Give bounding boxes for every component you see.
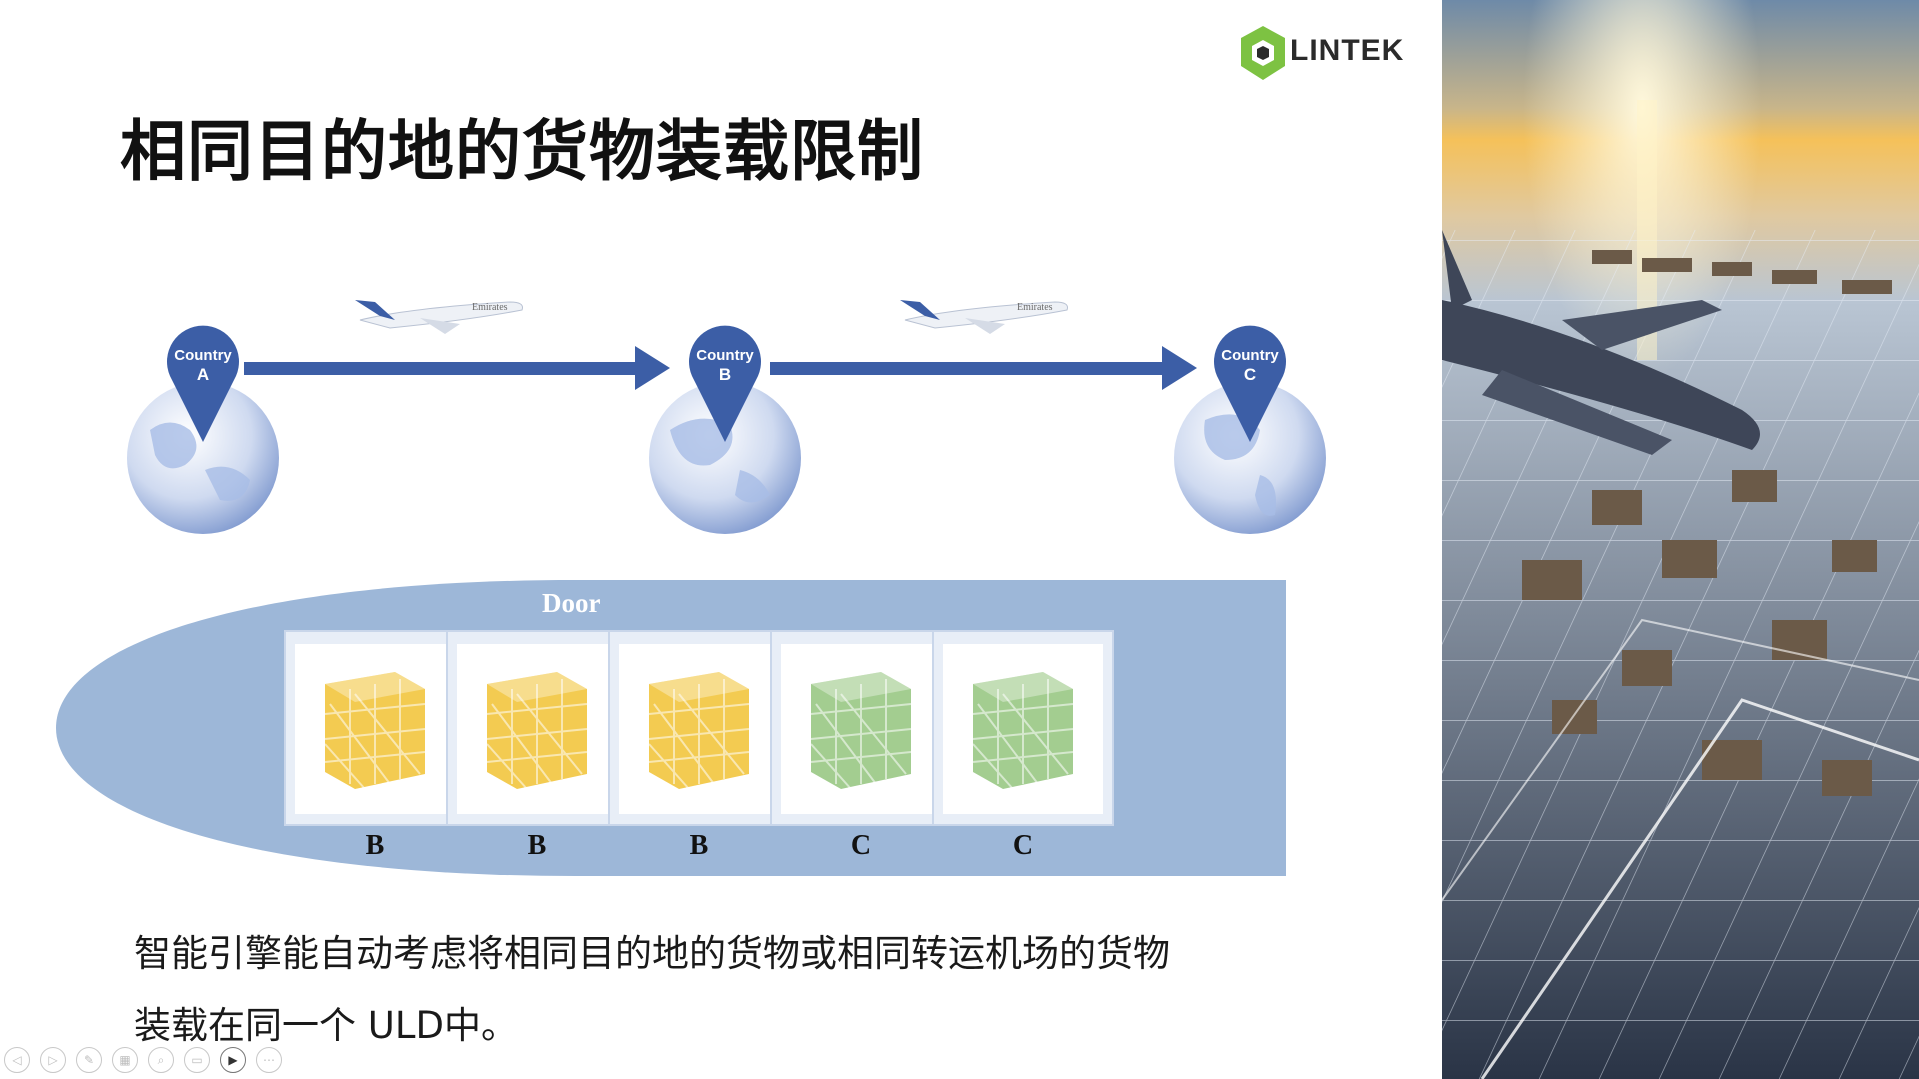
airline-text-2: Emirates	[1017, 302, 1053, 313]
door-label: Door	[542, 588, 601, 618]
route-diagram: Country A Country B Country C Emirates E…	[110, 280, 1360, 540]
uld-slot	[608, 630, 790, 826]
pin-country-a	[167, 325, 239, 442]
cargo-cube-icon	[810, 672, 912, 790]
pin-country-c	[1214, 325, 1286, 442]
globe-b	[649, 382, 801, 534]
globe-c	[1174, 382, 1326, 534]
cargo-box-frame	[619, 644, 779, 814]
route-arrow-b-c	[770, 346, 1197, 390]
logo-text: LINTEK	[1290, 34, 1405, 67]
uld-slot	[932, 630, 1114, 826]
next-icon[interactable]: ▷	[40, 1047, 66, 1073]
airport-photo	[1442, 0, 1919, 1079]
cargo-box-frame	[781, 644, 941, 814]
pin-a-line1: Country	[174, 347, 232, 364]
cargo-cube-icon	[972, 672, 1074, 790]
cargo-box-frame	[457, 644, 617, 814]
more-icon[interactable]: ⋯	[256, 1047, 282, 1073]
uld-container: Door B B B C C	[56, 578, 1288, 878]
route-arrow-a-b	[244, 346, 670, 390]
globe-a	[127, 382, 279, 534]
description: 智能引擎能自动考虑将相同目的地的货物或相同转运机场的货物 装载在同一个 ULD中…	[134, 918, 1284, 1062]
lintek-logo: LINTEK	[1238, 24, 1404, 86]
slot-destination-label: C	[1012, 830, 1034, 861]
cargo-boxes	[1522, 250, 1892, 796]
airplane-icon: Emirates	[355, 300, 523, 334]
zoom-icon[interactable]: ⌕	[148, 1047, 174, 1073]
pin-country-b	[689, 325, 761, 442]
cargo-box-frame	[943, 644, 1103, 814]
camera-icon[interactable]: ▶	[220, 1047, 246, 1073]
uld-slot	[284, 630, 466, 826]
airplane-icon: Emirates	[900, 300, 1068, 334]
slot-destination-label: B	[365, 830, 385, 861]
lintek-hexagon-icon	[1241, 26, 1285, 80]
description-line-1: 智能引擎能自动考虑将相同目的地的货物或相同转运机场的货物	[134, 932, 1170, 975]
slot-destination-label: C	[850, 830, 872, 861]
presentation-toolbar: ◁ ▷ ✎ ▦ ⌕ ▭ ▶ ⋯	[4, 1047, 282, 1075]
cargo-box-frame	[295, 644, 455, 814]
slot-destination-label: B	[527, 830, 547, 861]
airplane-photo-icon	[1442, 230, 1760, 455]
description-line-2: 装载在同一个 ULD中。	[134, 1004, 518, 1047]
pin-c-line2: C	[1244, 365, 1256, 384]
cargo-cube-icon	[324, 672, 426, 790]
cargo-cube-icon	[486, 672, 588, 790]
airline-text-1: Emirates	[472, 302, 508, 313]
uld-slot	[446, 630, 628, 826]
pin-c-line1: Country	[1221, 347, 1279, 364]
previous-icon[interactable]: ◁	[4, 1047, 30, 1073]
slides-icon[interactable]: ▦	[112, 1047, 138, 1073]
slot-destination-label: B	[689, 830, 709, 861]
pin-a-line2: A	[197, 365, 209, 384]
pen-icon[interactable]: ✎	[76, 1047, 102, 1073]
subtitles-icon[interactable]: ▭	[184, 1047, 210, 1073]
pin-b-line1: Country	[696, 347, 754, 364]
uld-slot	[770, 630, 952, 826]
cargo-cube-icon	[648, 672, 750, 790]
pin-b-line2: B	[719, 365, 731, 384]
slide-title: 相同目的地的货物装载限制	[120, 113, 924, 190]
slide: LINTEK 相同目的地的货物装载限制	[4, 24, 1404, 1075]
